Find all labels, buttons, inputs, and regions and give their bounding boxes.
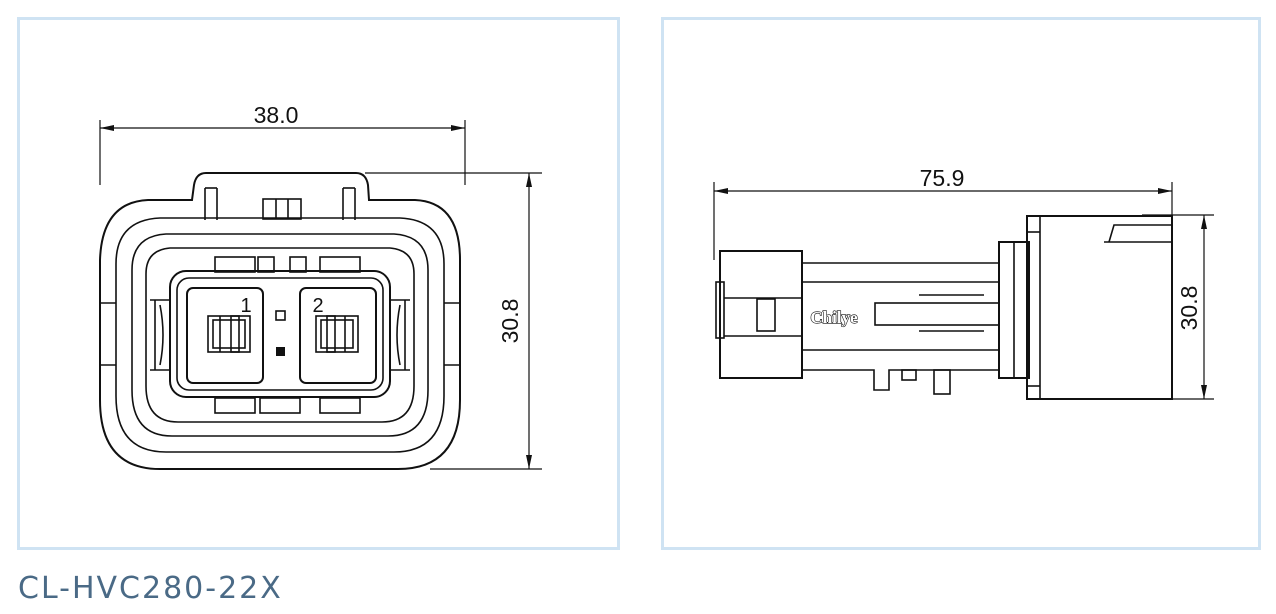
connector-housing-front: 1 2	[99, 172, 461, 470]
width-dimension-label: 38.0	[254, 102, 299, 128]
logo-text: Chilye	[810, 308, 858, 327]
width-dimension: 38.0	[99, 102, 466, 185]
height-dimension-side-label: 30.8	[1176, 286, 1202, 331]
side-view-panel: 75.9 30.8	[661, 17, 1261, 550]
pin-label-2: 2	[312, 295, 323, 317]
pin-label-1: 1	[240, 295, 251, 317]
connector-housing-side: Chilye	[715, 215, 1173, 400]
terminal-1	[207, 315, 251, 353]
length-dimension-label: 75.9	[920, 165, 965, 191]
length-dimension: 75.9	[713, 165, 1173, 260]
terminal-2	[315, 315, 359, 353]
side-view-drawing: 75.9 30.8	[713, 165, 1214, 400]
height-dimension-side: 30.8	[1142, 214, 1214, 400]
front-view-panel: 38.0 30.8	[17, 17, 620, 550]
height-dimension-label: 30.8	[497, 299, 523, 344]
front-view-drawing: 38.0 30.8	[99, 102, 542, 470]
part-number-label: CL-HVC280-22X	[18, 571, 283, 606]
height-dimension: 30.8	[365, 172, 542, 470]
